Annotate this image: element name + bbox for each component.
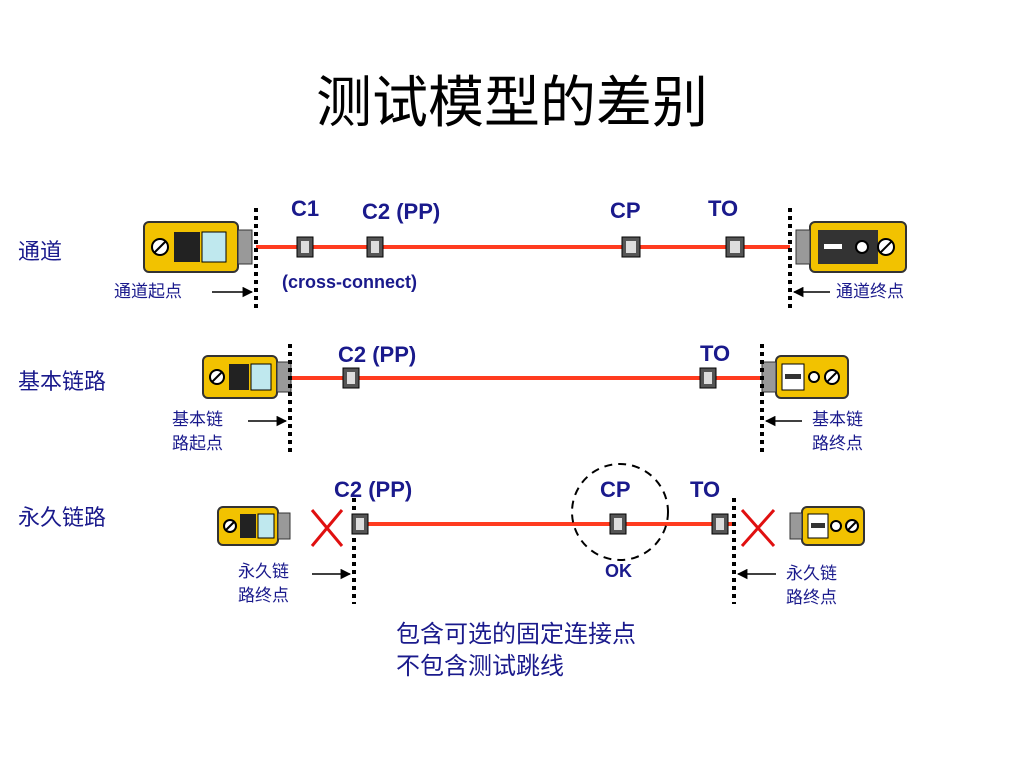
permanent-start-excluded-mark xyxy=(310,509,344,547)
connector-c1 xyxy=(296,236,314,258)
permanent-connector-c2 xyxy=(351,513,369,535)
label-c2: C2 (PP) xyxy=(362,199,441,224)
connector-to xyxy=(725,236,745,258)
label-permanent-end: 永久链路终点 xyxy=(786,564,837,608)
label-cp: CP xyxy=(610,198,641,223)
row-label-channel: 通道 xyxy=(18,240,63,265)
permanent-connector-cp xyxy=(609,513,627,535)
permanent-end-excluded-mark xyxy=(740,509,776,547)
label-channel-start: 通道起点 xyxy=(114,282,182,302)
basic-end-tester xyxy=(761,355,849,399)
label-basic-start: 基本链路起点 xyxy=(172,410,223,454)
cp-optional-circle xyxy=(571,463,669,561)
basic-label-c2: C2 (PP) xyxy=(338,342,417,367)
permanent-end-tester xyxy=(789,506,865,546)
note-text: 包含可选的固定连接点 不包含测试跳线 xyxy=(396,618,636,682)
basic-connector-to xyxy=(699,367,717,389)
label-cross-connect: (cross-connect) xyxy=(282,272,418,292)
row-label-basic-link: 基本链路 xyxy=(18,370,107,395)
permanent-start-tester xyxy=(217,506,291,546)
row-label-permanent-link: 永久链路 xyxy=(18,506,107,531)
label-basic-end: 基本链路终点 xyxy=(812,410,863,454)
permanent-label-cp: CP xyxy=(600,477,631,502)
permanent-connector-to xyxy=(711,513,729,535)
connector-cp xyxy=(621,236,641,258)
page-title: 测试模型的差别 xyxy=(316,71,708,136)
label-cp-ok: OK xyxy=(605,561,632,581)
basic-label-to: TO xyxy=(700,341,731,366)
channel-start-tester xyxy=(143,221,253,273)
label-to: TO xyxy=(708,196,739,221)
channel-end-tester xyxy=(795,221,907,273)
label-channel-end: 通道终点 xyxy=(836,282,904,302)
label-c1: C1 xyxy=(291,196,320,221)
basic-start-tester xyxy=(202,355,292,399)
note-line-1: 包含可选的固定连接点 xyxy=(396,620,636,648)
label-permanent-start: 永久链路终点 xyxy=(238,562,289,606)
permanent-label-to: TO xyxy=(690,477,721,502)
permanent-label-c2: C2 (PP) xyxy=(334,477,413,502)
connector-c2 xyxy=(366,236,384,258)
basic-connector-c2 xyxy=(342,367,360,389)
note-line-2: 不包含测试跳线 xyxy=(396,652,564,680)
